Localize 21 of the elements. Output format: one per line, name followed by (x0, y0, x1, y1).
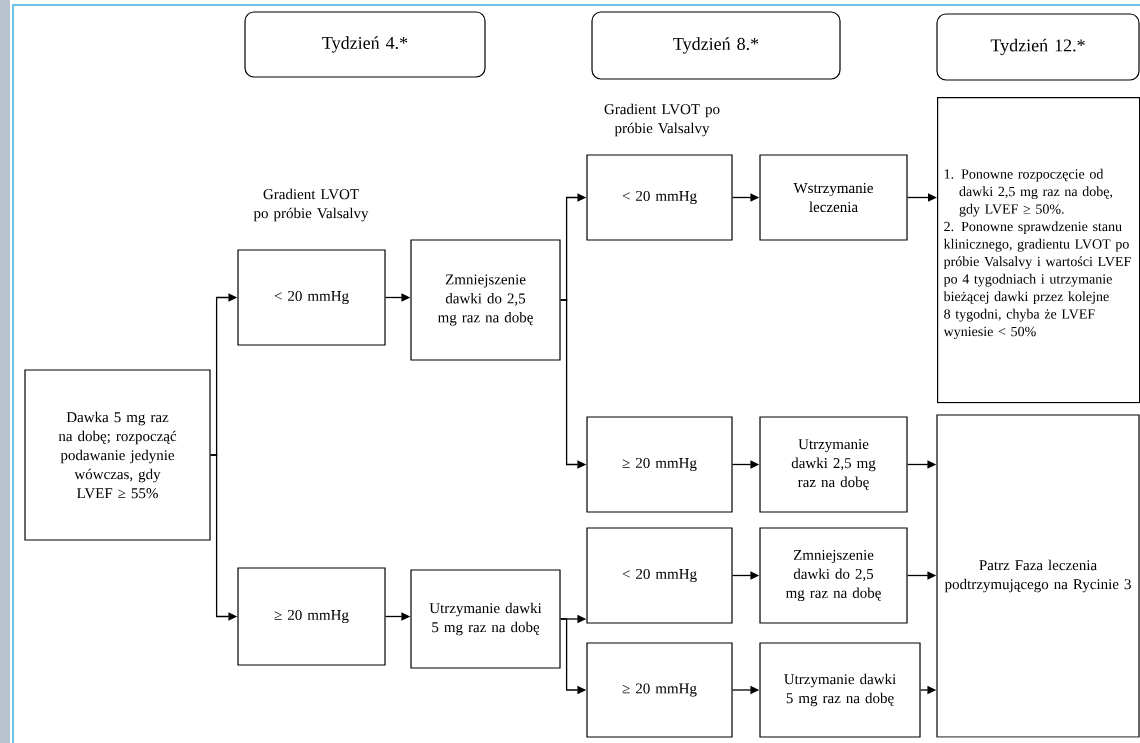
process-box: Utrzymanie dawki 5 mg raz na dobę (410, 569, 561, 669)
process-box: < 20 mmHg (586, 527, 733, 624)
process-box: Dawka 5 mg raz na dobę; rozpocząć podawanie jedynie wówczas, gdy LVEF ≥ 55% (24, 369, 211, 541)
process-box: Utrzymanie dawki 2,5 mg raz na dobę (759, 416, 908, 513)
process-box: Utrzymanie dawki 5 mg raz na dobę (759, 642, 921, 738)
process-box: ≥ 20 mmHg (586, 416, 733, 513)
process-box: Patrz Faza leczenia podtrzymującego na Rycinie 3 (936, 414, 1140, 738)
process-box: ≥ 20 mmHg (586, 642, 733, 738)
process-box: < 20 mmHg (586, 154, 733, 241)
week-header: Tydzień 4.* (244, 11, 486, 78)
process-box: Zmniejszenie dawki do 2,5 mg raz na dobę (410, 239, 561, 361)
week-header: Tydzień 8.* (591, 11, 841, 80)
column-heading: Gradient LVOT po próbie Valsalvy (604, 103, 720, 137)
process-box: Wstrzymanie leczenia (759, 154, 908, 241)
process-box: < 20 mmHg (237, 249, 386, 346)
process-box: ≥ 20 mmHg (237, 567, 386, 666)
column-heading: Gradient LVOT po próbie Valsalvy (253, 188, 369, 222)
process-box: Zmniejszenie dawki do 2,5 mg raz na dobę (759, 527, 908, 624)
week-header: Tydzień 12.* (936, 13, 1140, 81)
note-box: 1. Ponowne rozpoczęcie od dawki 2,5 mg raz na dobę, gdy LVEF ≥ 50%. 2. Ponowne sprawdzenie stanu klinicznego, gradientu LVOT po próbie Valsalvy i wartości LVEF po 4 tygodniach i utrzymanie bieżącej dawki przez kolejne 8 tygodni, chyba że LVEF wyniesie < 50% (937, 97, 1140, 404)
arrow (906, 193, 937, 202)
